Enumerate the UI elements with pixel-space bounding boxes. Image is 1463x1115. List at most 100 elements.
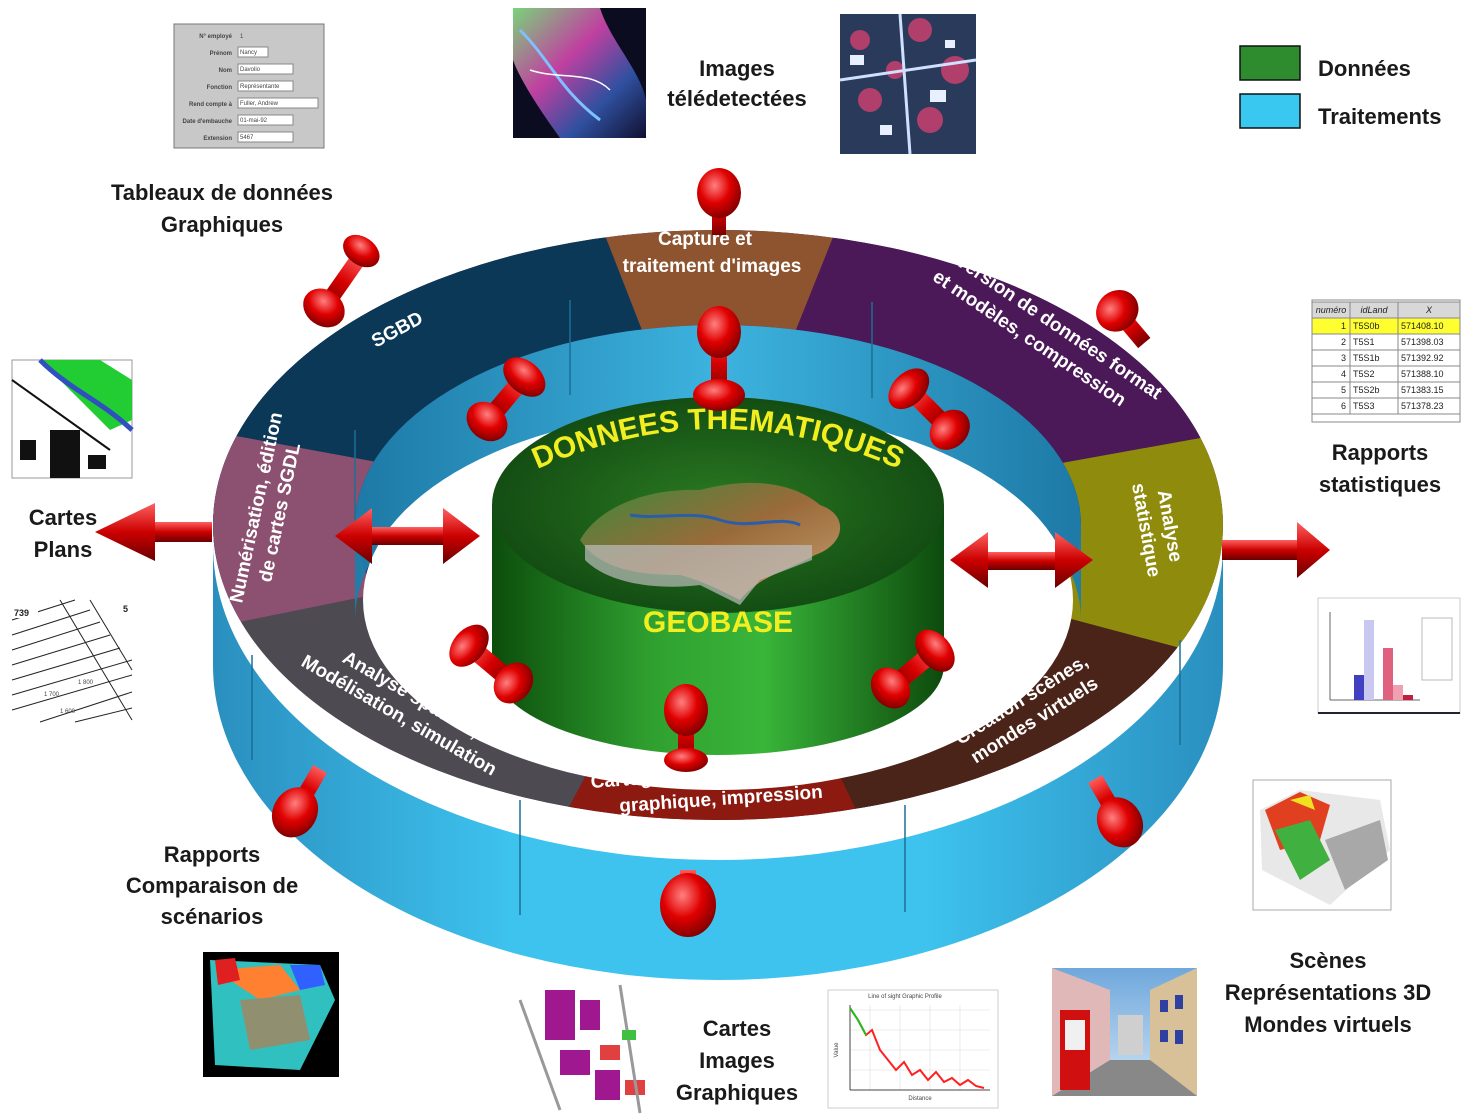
cartes-plans-label-1: Cartes xyxy=(29,505,97,530)
line-chart-title: Line of sight Graphic Profile xyxy=(868,994,942,1000)
stud-bottom xyxy=(660,870,716,937)
form-field-value: Davolio xyxy=(240,67,261,73)
table-cell-text: T5S2b xyxy=(1353,385,1380,395)
plan-thumbnail: 739 5 1 800 1 700 1 600 xyxy=(11,599,133,723)
form-field-label: N° employé xyxy=(199,34,232,40)
stud-inner-lower-left xyxy=(449,624,534,704)
stud-bottom-right xyxy=(1088,775,1144,848)
swiss-relief-map xyxy=(580,482,841,605)
table-header-text: X xyxy=(1425,305,1433,315)
table-cell-text: 3 xyxy=(1341,353,1346,363)
form-field-label: Rend compte à xyxy=(189,102,233,108)
form-field-value: Fuller, Andrew xyxy=(240,101,279,107)
line-chart-ylabel: Value xyxy=(834,1042,840,1058)
table-header-text: idLand xyxy=(1360,305,1388,315)
line-chart-xlabel: Distance xyxy=(908,1096,932,1102)
table-cell-text: T5S3 xyxy=(1353,401,1375,411)
scenes-label-3: Mondes virtuels xyxy=(1244,1012,1411,1037)
form-field-label: Fonction xyxy=(207,85,233,91)
legend-label-traitements: Traitements xyxy=(1318,104,1442,129)
plan-label-1800: 1 800 xyxy=(78,680,94,686)
table-cell-text: T5S1b xyxy=(1353,353,1380,363)
plan-label-1700: 1 700 xyxy=(44,692,60,698)
table-cell xyxy=(1397,397,1461,415)
satellite-image-1 xyxy=(513,8,646,138)
form-field-box xyxy=(237,80,294,92)
cartes-images-label-3: Graphiques xyxy=(676,1080,798,1105)
form-field-value: 01-mai-92 xyxy=(240,118,268,124)
form-field-label: Extension xyxy=(203,136,232,142)
cartes-plans-label-2: Plans xyxy=(34,537,93,562)
cartes-images-label-1: Cartes xyxy=(703,1016,771,1041)
table-cell-text: 571383.15 xyxy=(1401,385,1444,395)
table-cell-text: 1 xyxy=(1341,321,1346,331)
rapports-stat-label-2: statistiques xyxy=(1319,472,1441,497)
form-field-value: 1 xyxy=(240,34,244,40)
form-field-box xyxy=(237,46,269,58)
ring-wall-lines xyxy=(251,300,1181,915)
images-label-2: télédetectées xyxy=(667,86,806,111)
stud-top-left xyxy=(303,234,380,328)
city-map-thumbnail xyxy=(514,984,650,1114)
rapports-comp-label-1: Rapports xyxy=(164,842,261,867)
stud-inner-upper-left xyxy=(466,357,546,442)
stud-bottom-inner xyxy=(664,684,708,772)
street-scene-thumbnail xyxy=(1052,968,1197,1096)
table-cell-text: T5S1 xyxy=(1353,337,1375,347)
rapports-comp-label-3: scénarios xyxy=(161,904,264,929)
form-field-box xyxy=(237,63,294,75)
form-field-box xyxy=(237,131,294,143)
plan-label-739: 739 xyxy=(14,608,29,618)
table-cell-text: 571398.03 xyxy=(1401,337,1444,347)
table-header-text: numéro xyxy=(1316,305,1347,315)
table-cell-text: T5S0b xyxy=(1353,321,1380,331)
plan-label-1600: 1 600 xyxy=(60,709,76,715)
table-cell-text: 571378.23 xyxy=(1401,401,1444,411)
legend-label-donnees: Données xyxy=(1318,56,1411,81)
map-thumbnail xyxy=(11,358,134,479)
tableaux-label-1: Tableaux de données xyxy=(111,180,333,205)
tableaux-label-2: Graphiques xyxy=(161,212,283,237)
table-cell-text: T5S2 xyxy=(1353,369,1375,379)
scenario-map-thumbnail xyxy=(203,952,339,1077)
ring-outer-wall xyxy=(213,545,1223,980)
table-cell-text: 571388.10 xyxy=(1401,369,1444,379)
cartes-images-label-2: Images xyxy=(699,1048,775,1073)
form-field-box xyxy=(237,114,294,126)
arrow-right-out xyxy=(1222,522,1330,578)
form-field-value: 5467 xyxy=(240,135,254,141)
capture-label-2: traitement d'images xyxy=(623,256,802,277)
stud-inner-lower-right xyxy=(870,629,955,709)
terrain-3d-thumbnail xyxy=(1252,779,1392,911)
legend: Données Traitements xyxy=(1239,45,1442,129)
arrow-inner-right-double xyxy=(950,532,1093,588)
form-field-label: Prénom xyxy=(210,51,232,57)
table-cell-text: 4 xyxy=(1341,369,1346,379)
capture-label-1: Capture et xyxy=(658,229,753,250)
form-field-label: Nom xyxy=(219,68,232,74)
images-label-1: Images xyxy=(699,56,775,81)
table-cell-text: 5 xyxy=(1341,385,1346,395)
central-database-cylinder: DONNEES THEMATIQUES GEOBASE xyxy=(492,397,944,755)
arrow-inner-left-double xyxy=(335,508,480,564)
form-field-label: Date d'embauche xyxy=(183,119,233,125)
legend-swatch-traitements xyxy=(1239,93,1301,129)
rapports-stat-label-1: Rapports xyxy=(1332,440,1429,465)
scenes-label-2: Représentations 3D xyxy=(1225,980,1432,1005)
form-field-value: Nancy xyxy=(240,50,257,56)
form-field-box xyxy=(237,97,319,109)
stud-top xyxy=(697,168,741,235)
table-cell-text: 6 xyxy=(1341,401,1346,411)
arrows xyxy=(95,168,1330,937)
stud-top-right xyxy=(1096,289,1151,349)
bar-chart-thumbnail xyxy=(1317,597,1461,714)
table-cell-text: 2 xyxy=(1341,337,1346,347)
plan-label-5: 5 xyxy=(123,604,128,614)
line-chart-thumbnail: Line of sight Graphic Profile Distance V… xyxy=(827,989,999,1109)
rapports-comp-label-2: Comparaison de xyxy=(126,873,298,898)
table-cell-text: 571392.92 xyxy=(1401,353,1444,363)
output-labels: Tableaux de données Graphiques Images té… xyxy=(29,56,1441,1105)
